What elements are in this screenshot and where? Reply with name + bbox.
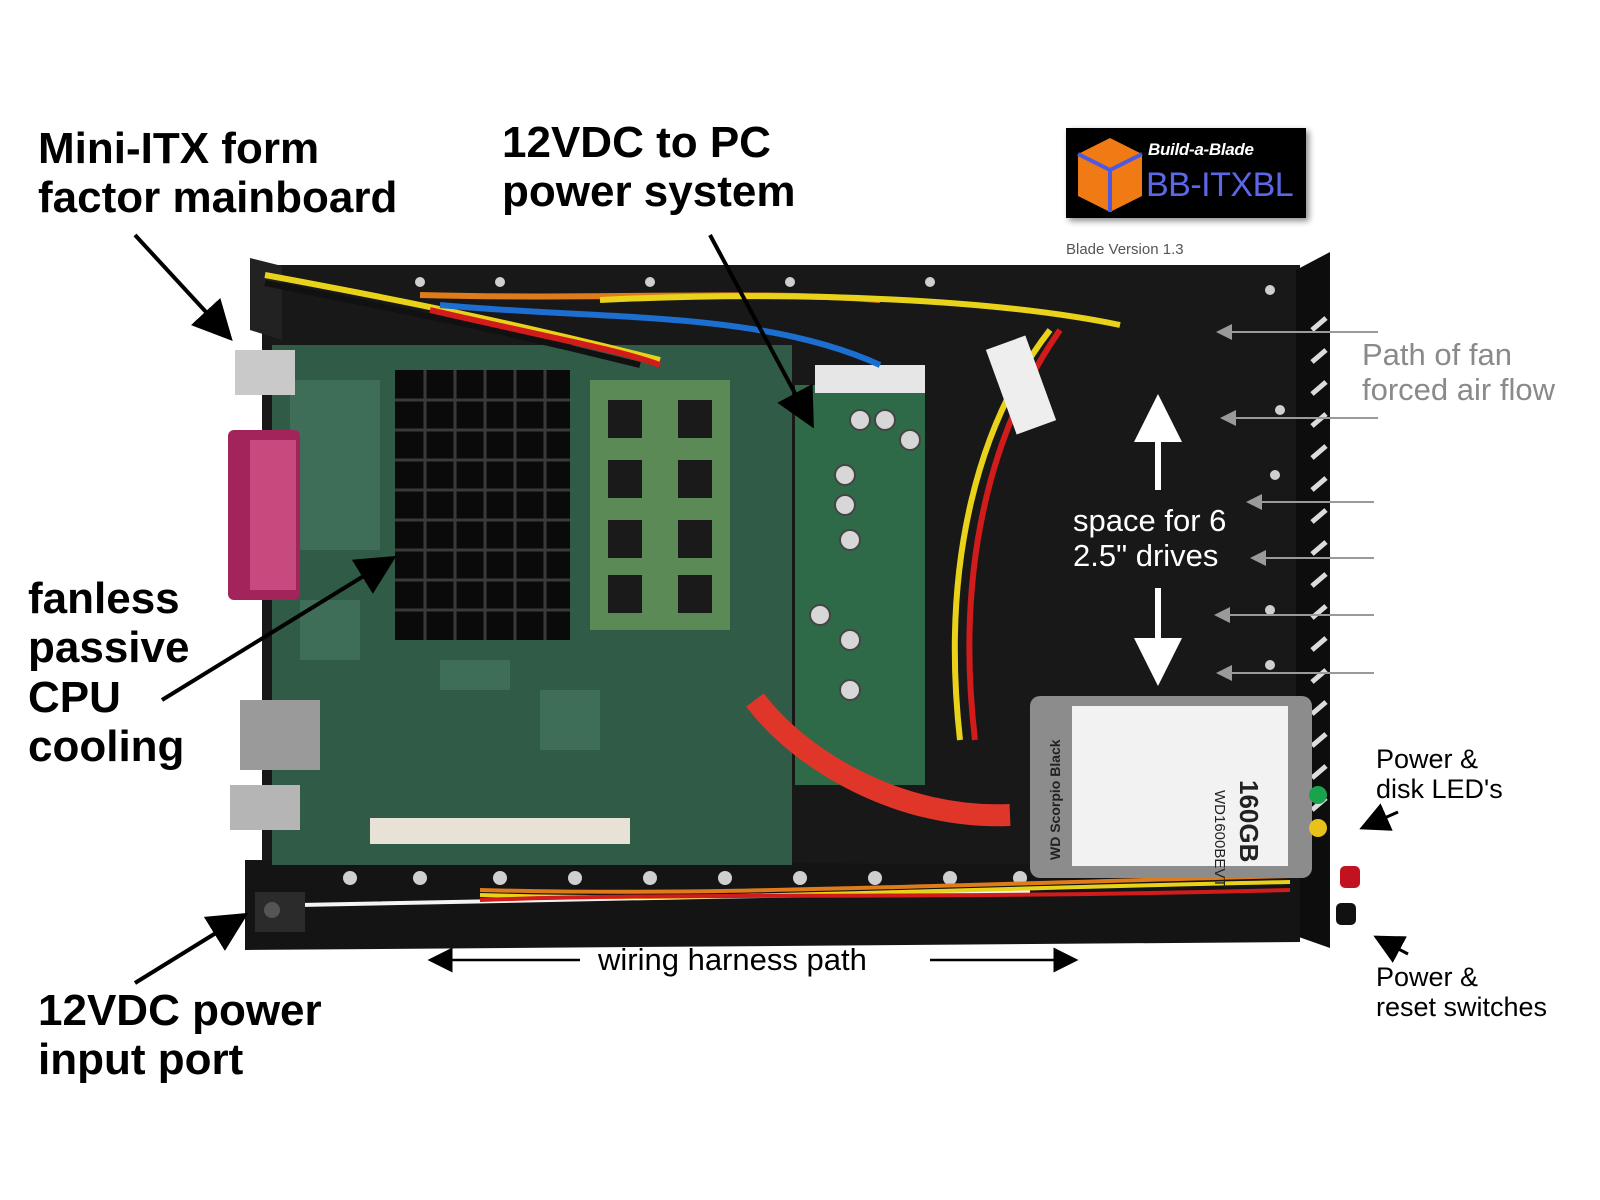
airflow-label-line-1: Path of fan [1362,337,1512,372]
cpu-cooling-label-line-1: fanless [28,574,180,623]
ram-chips [608,400,712,613]
power-input-jack [255,892,305,932]
mainboard-label-line-2: factor mainboard [38,173,398,223]
cpu-cooling-label-line-2: passive [28,623,190,673]
power-input-label: 12VDC power input port [38,986,322,1085]
harness-wires [299,874,1291,907]
molex-connector [985,335,1057,435]
power-led [1309,786,1327,804]
sata-cable [746,693,1011,827]
blade-version: Blade Version 1.3 [1066,241,1184,258]
airflow-arrows [1214,324,1378,681]
drive-space-label-line-1: space for 6 [1073,503,1227,538]
cube-logo-icon [1077,138,1143,212]
power-system-label: 12VDC to PC power system [502,118,795,217]
power-switch [1340,866,1360,888]
switches-label-line-1: Power & [1376,962,1479,992]
switches-arrow [1373,935,1409,963]
drive-space-label-line-2: 2.5" drives [1073,537,1219,573]
logo-model: BB-ITXBL [1146,166,1294,204]
heatsink-fins [395,370,570,640]
leds-label: Power & disk LED's [1376,744,1503,804]
hdd-brand: WD Scorpio Black [1047,739,1063,860]
leds-label-line-2: disk LED's [1376,774,1503,805]
disk-led [1309,819,1327,837]
power-connector [815,365,925,393]
cpu-cooling-label-line-3: CPU [28,672,121,722]
vent-slots [1310,316,1328,812]
reset-switch [1336,903,1356,925]
switches-label-line-2: reset switches [1376,992,1548,1023]
cpu-cooling-label-line-4: cooling [28,721,185,771]
power-system-board [795,385,925,785]
power-input-arrow [133,912,249,985]
power-system-arrow [708,234,814,429]
switches-label: Power & reset switches [1376,962,1547,1022]
leds-label-line-1: Power & [1376,744,1479,774]
power-system-label-line-2: power system [502,167,796,217]
power-input-hole [264,902,280,918]
power-input-label-line-1: 12VDC power [38,986,322,1035]
airflow-label: Path of fan forced air flow [1362,337,1555,407]
hdd-capacity: 160GB [1234,780,1264,862]
hdd-model: WD1600BEVT [1211,790,1228,888]
power-capacitors [809,409,921,701]
logo-brand: Build-a-Blade [1148,140,1254,159]
cpu-cooling-arrow [160,555,397,702]
chassis-left-flange [250,258,282,340]
hard-drive-label [1072,706,1288,866]
harness-label: wiring harness path [598,942,867,977]
airflow-label-line-2: forced air flow [1362,371,1555,407]
drive-space-label: space for 6 2.5" drives [1073,503,1227,573]
io-ports [228,350,320,830]
power-system-label-line-1: 12VDC to PC [502,118,771,167]
mainboard-arrow [133,233,233,341]
mainboard-label-line-1: Mini-ITX form [38,124,320,173]
pci-slot [370,818,630,844]
power-input-label-line-2: input port [38,1035,244,1085]
tray-holes [343,277,1285,885]
build-a-blade-logo: Build-a-Blade BB-ITXBL [1066,128,1306,218]
leds-arrow [1359,803,1399,831]
cpu-cooling-label: fanless passive CPU cooling [28,574,189,771]
mainboard-label: Mini-ITX form factor mainboard [38,124,397,223]
